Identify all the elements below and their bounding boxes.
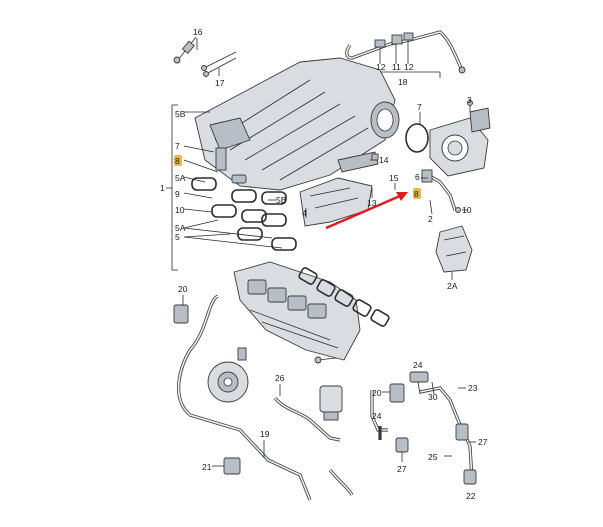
callout-5a-b: 5A <box>175 223 186 233</box>
callout-13: 13 <box>367 198 377 208</box>
callout-26: 26 <box>275 373 285 383</box>
valve-20-right <box>382 383 405 403</box>
o-ring-7 <box>405 123 429 153</box>
hose-25 <box>444 455 477 485</box>
callout-12a: 12 <box>376 62 386 72</box>
highlight-8-left <box>174 155 182 166</box>
valve-center <box>319 385 343 421</box>
bracket-24-30 <box>409 371 435 395</box>
heat-shield-4 <box>299 151 379 227</box>
bracket-1 <box>166 104 178 271</box>
callout-22: 22 <box>466 491 476 501</box>
callout-23: 23 <box>468 383 478 393</box>
callout-19: 19 <box>260 429 270 439</box>
callout-11: 11 <box>392 62 401 72</box>
callout-12b: 12 <box>404 62 414 72</box>
callout-4: 4 <box>302 208 307 218</box>
gasket-strip <box>298 267 390 327</box>
callout-5a-a: 5A <box>175 173 186 183</box>
callout-16: 16 <box>193 27 203 37</box>
highlight-arrow <box>325 192 408 230</box>
callout-6: 6 <box>415 172 420 182</box>
valve-24-lower <box>395 437 409 462</box>
callout-17: 17 <box>215 78 225 88</box>
callout-24: 24 <box>413 360 423 370</box>
callout-7-left: 7 <box>175 141 180 151</box>
callout-1: 1 <box>160 183 165 193</box>
callout-labels: 16 12 11 12 17 18 5B 7 8 5A 1 9 10 5A 5 … <box>160 27 488 501</box>
coolant-pipe-6 <box>421 169 457 211</box>
pump-unit <box>207 347 249 403</box>
highlight-8-right <box>413 188 421 199</box>
clip-7 <box>231 174 247 184</box>
callout-7-right: 7 <box>417 102 422 112</box>
callout-30: 30 <box>428 392 438 402</box>
callout-14: 14 <box>379 155 389 165</box>
actuator-20-left <box>173 295 189 324</box>
lower-intake-manifold <box>233 261 361 361</box>
callout-10-right: 10 <box>462 205 472 215</box>
callout-2a: 2A <box>447 281 458 291</box>
callout-27: 27 <box>478 437 488 447</box>
callout-20-left: 20 <box>178 284 188 294</box>
callout-27b: 27 <box>397 464 407 474</box>
callout-15: 15 <box>389 173 399 183</box>
throttle-body-2 <box>429 107 491 177</box>
vacuum-line-18 <box>345 30 466 74</box>
valve-21 <box>212 457 241 475</box>
gaskets-5a-5b <box>191 177 297 251</box>
callout-10-left: 10 <box>175 205 185 215</box>
callout-24b: 24 <box>372 411 382 421</box>
bolt-16 <box>173 36 197 64</box>
callout-5b-mid: 5B <box>276 195 287 205</box>
callout-2: 2 <box>428 214 433 224</box>
studs-17 <box>201 51 237 77</box>
callout-5: 5 <box>175 232 180 242</box>
callout-21: 21 <box>202 462 212 472</box>
callout-8-right: 8 <box>414 189 419 199</box>
callout-9: 9 <box>175 189 180 199</box>
hose-right-group <box>370 386 474 481</box>
callout-25: 25 <box>428 452 438 462</box>
callout-3: 3 <box>467 95 472 105</box>
sensor-27 <box>455 423 476 443</box>
vacuum-line-19 <box>177 294 354 501</box>
callout-8-left: 8 <box>175 156 180 166</box>
hose-26 <box>273 384 341 442</box>
cover-2a <box>435 225 473 273</box>
callout-5b-top: 5B <box>175 109 186 119</box>
callout-20-right: 20 <box>372 388 382 398</box>
callout-18: 18 <box>398 77 408 87</box>
upper-intake-manifold <box>194 57 400 191</box>
bolt-lower <box>314 356 337 364</box>
